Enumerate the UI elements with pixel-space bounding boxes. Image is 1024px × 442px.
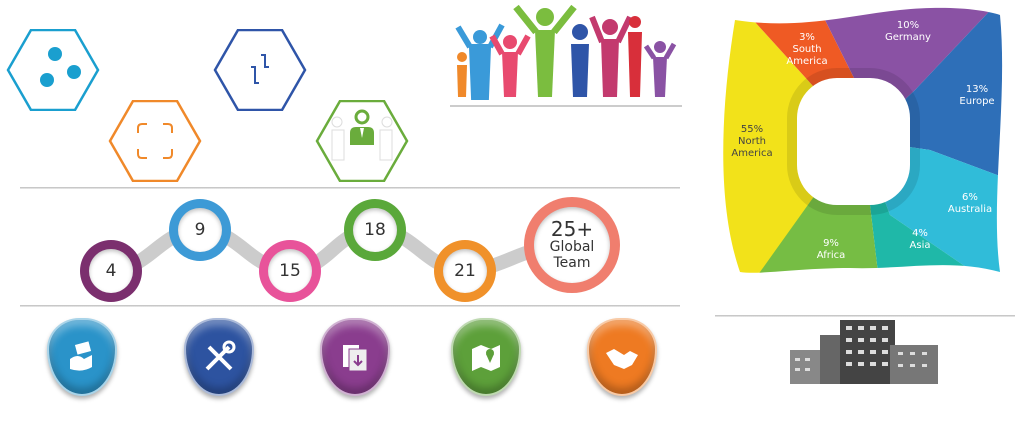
timeline-node-9: 9 — [169, 199, 231, 261]
region-label-germany: 10%Germany — [885, 20, 931, 43]
timeline-label: Team — [553, 255, 591, 271]
divider-top — [20, 187, 680, 189]
office-buildings-image — [790, 320, 938, 384]
region-label-europe: 13%Europe — [959, 84, 995, 107]
badge-tools — [184, 318, 254, 396]
timeline-value: 25+ — [550, 217, 594, 241]
hexagon-focus — [108, 100, 202, 182]
timeline-value: 21 — [454, 261, 476, 281]
people-crowd-image — [450, 4, 682, 107]
hexagon-dots — [6, 29, 100, 111]
handshake-icon — [606, 349, 638, 369]
map-pin-icon — [472, 345, 500, 371]
badge-money — [47, 318, 117, 396]
timeline-value: 15 — [279, 261, 301, 281]
region-north-america — [723, 7, 862, 273]
money-hand-icon — [70, 341, 92, 371]
hexagon-businessman — [315, 100, 409, 182]
businessman-icon — [331, 109, 393, 161]
region-label-africa: 9%Africa — [816, 238, 846, 261]
documents-icon — [343, 345, 368, 372]
badge-handshake — [587, 318, 657, 396]
timeline-node-18: 18 — [344, 199, 406, 261]
tools-icon — [205, 340, 236, 371]
chart-center-hole — [797, 78, 910, 205]
divider-right — [715, 315, 1015, 317]
region-label-australia: 6%Australia — [947, 192, 993, 215]
hexagon-zigzag — [213, 29, 307, 111]
divider-bottom — [20, 305, 680, 307]
region-label-asia: 4%Asia — [909, 228, 931, 251]
timeline-node-4: 4 — [80, 240, 142, 302]
timeline-node-21: 21 — [434, 240, 496, 302]
timeline-value: 4 — [105, 261, 117, 281]
dots-icon — [40, 47, 81, 87]
region-distribution-chart — [723, 7, 1003, 273]
badge-map — [451, 318, 521, 396]
timeline-node-15: 15 — [259, 240, 321, 302]
region-asia — [862, 140, 985, 273]
timeline-value: 18 — [364, 220, 386, 240]
timeline-value: 9 — [194, 220, 206, 240]
timeline-label: Global — [549, 239, 595, 255]
badge-documents — [320, 318, 390, 396]
focus-frame-icon — [137, 123, 173, 159]
zigzag-icon — [251, 54, 269, 84]
